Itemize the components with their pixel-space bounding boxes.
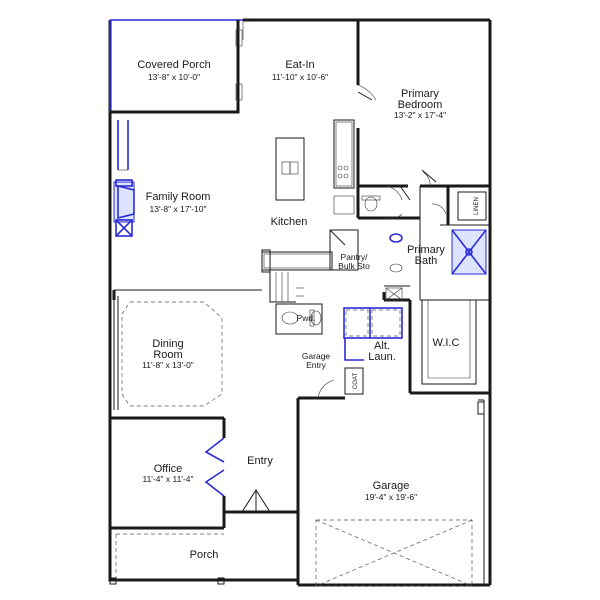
family-room-label: Family Room xyxy=(146,191,211,203)
eat-in-dims: 11'-10" x 10'-6" xyxy=(272,72,328,82)
laundry-fixtures xyxy=(298,307,403,399)
porch-area xyxy=(109,533,225,585)
primary-bedroom-label-2: Bedroom xyxy=(398,99,443,111)
porch-label: Porch xyxy=(190,549,219,561)
covered-porch-dims: 13'-8" x 10'-0" xyxy=(148,72,200,82)
coat-label: COAT xyxy=(353,373,359,390)
kitchen-fixtures xyxy=(261,119,359,273)
dining-room-label-2: Room xyxy=(153,349,182,361)
fireplace xyxy=(113,120,135,237)
primary-bath-label-1: Primary xyxy=(407,244,445,256)
garage-label: Garage xyxy=(373,480,410,492)
primary-bedroom-label-1: Primary xyxy=(401,88,439,100)
room-labels: Covered Porch 13'-8" x 10'-0" Eat-In 11'… xyxy=(137,59,480,561)
alt-laundry-label-1: Alt. xyxy=(374,340,390,352)
office-doors xyxy=(204,437,225,497)
garage-dims: 19'-4" x 19'-6" xyxy=(365,492,417,502)
primary-bedroom-dims: 13'-2" x 17'-4" xyxy=(394,110,446,120)
powder-label: Pwd. xyxy=(297,313,316,323)
office-dims: 11'-4" x 11'-4" xyxy=(142,474,193,484)
garage-door xyxy=(315,519,473,587)
dining-ceiling xyxy=(113,296,223,410)
garage-entry-label-2: Entry xyxy=(306,360,327,370)
kitchen-label: Kitchen xyxy=(271,216,308,228)
garage-entry-label-1: Garage xyxy=(302,351,331,361)
alt-laundry-label-2: Laun. xyxy=(368,351,396,363)
primary-bath-label-2: Bath xyxy=(415,255,438,267)
office-label: Office xyxy=(154,463,183,475)
wic-shelving xyxy=(421,300,477,385)
wic-label: W.I.C xyxy=(433,337,460,349)
bath-fixtures xyxy=(361,191,487,275)
covered-porch-label: Covered Porch xyxy=(137,59,210,71)
entry-label: Entry xyxy=(247,455,273,467)
pantry-label-1: Pantry/ xyxy=(341,252,369,262)
dining-room-dims: 11'-8" x 13'-0" xyxy=(142,360,194,370)
linen-label: LINEN xyxy=(474,197,480,215)
pantry-label-2: Bulk Sto xyxy=(338,261,370,271)
family-room-dims: 13'-8" x 17'-10" xyxy=(149,204,206,214)
eat-in-label: Eat-In xyxy=(285,59,314,71)
entry-doors xyxy=(241,489,271,513)
stairs xyxy=(269,272,323,335)
covered-porch-area xyxy=(109,19,244,114)
dining-room-label-1: Dining xyxy=(152,338,183,350)
interior-walls xyxy=(110,20,490,530)
